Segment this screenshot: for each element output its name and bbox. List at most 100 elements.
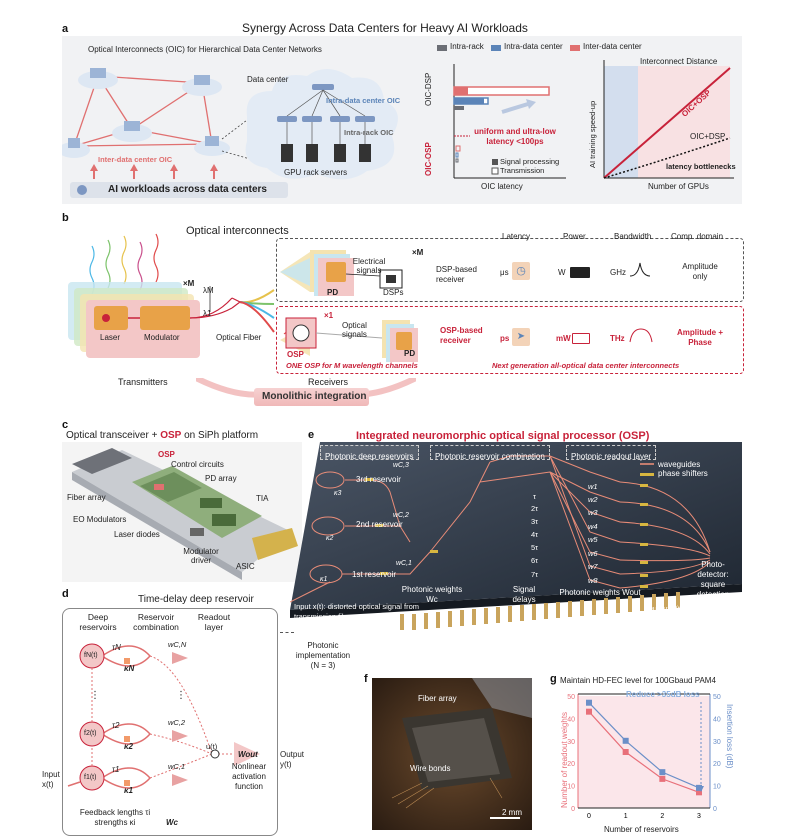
reservoir-diagram — [67, 643, 260, 791]
dsp-bandwidth: GHz — [610, 268, 626, 277]
legend-intra-dc-swatch — [491, 45, 501, 51]
panel-label-c: c — [62, 419, 69, 431]
speedup-chart — [603, 60, 734, 179]
col-power: Power — [563, 232, 586, 241]
nonlinear-label: Nonlinear activation function — [231, 762, 267, 791]
legend-waveguides: waveguides — [658, 460, 701, 469]
x-tick-label: 2 — [660, 813, 664, 820]
tab-deep-reservoirs-label: Photonic deep reservoirs — [325, 452, 414, 461]
w6: w6 — [588, 549, 598, 558]
col-bandwidth: Bandwidth — [614, 232, 652, 241]
series-line-0 — [588, 711, 700, 793]
left-tick-label: 30 — [567, 739, 575, 746]
dsp-comp-domain: Amplitude only — [682, 262, 718, 281]
right-tick-label: 20 — [713, 761, 721, 768]
wide-band-icon — [629, 328, 653, 343]
e-wc2: wC,2 — [393, 512, 409, 519]
tau-2: τ2 — [112, 721, 120, 730]
optical-signals-label: Optical signals — [342, 321, 367, 339]
label-eo-modulators: EO Modulators — [73, 515, 127, 524]
dsps-label: DSPs — [383, 288, 404, 297]
osp-receiver-graphic — [280, 317, 418, 362]
speed-xlabel: Number of GPUs — [648, 182, 709, 191]
g-xlabel: Number of reservoirs — [604, 825, 679, 834]
tx-times-m: ×M — [183, 279, 195, 288]
osp-power: mW — [556, 334, 571, 343]
legend-intra-rack-swatch — [437, 45, 447, 51]
data-center-label: Data center — [247, 75, 289, 84]
right-tick-label: 0 — [713, 806, 717, 813]
series-point-0 — [586, 708, 592, 715]
tau-4x: 4τ — [531, 530, 539, 539]
tau-2x: 2τ — [531, 504, 539, 513]
right-tick-label: 10 — [713, 784, 721, 791]
e-k1: κ1 — [320, 576, 328, 583]
legend-intra-dc: Intra-data center — [504, 42, 563, 51]
label-modulator-driver: Modulator driver — [183, 547, 219, 565]
tau-1: τ1 — [112, 765, 120, 774]
tab-deep-reservoirs: Photonic deep reservoirs — [320, 445, 419, 461]
network-diagram — [62, 68, 398, 198]
osp-receiver-label: OSP-based receiver — [440, 326, 483, 345]
bottleneck-label: latency bottlenecks — [666, 162, 736, 171]
left-tick-label: 10 — [567, 784, 575, 791]
legend-intra-rack: Intra-rack — [450, 42, 484, 51]
osp-chip-render — [290, 442, 742, 630]
label-laser-diodes: Laser diodes — [114, 530, 160, 539]
series-point-1 — [586, 699, 592, 706]
fiber-array-label: Fiber array — [418, 694, 457, 703]
tau-6x: 6τ — [531, 556, 539, 565]
w5: w5 — [588, 535, 598, 544]
osp-label-c: OSP — [158, 450, 175, 459]
e-k2: κ2 — [326, 535, 334, 542]
e-k3: κ3 — [334, 490, 342, 497]
x-tick-label: 0 — [587, 813, 591, 820]
wire-bonds-label: Wire bonds — [410, 764, 451, 773]
g-ylabel-left: Number of readout weights — [560, 711, 569, 808]
res-3rd: 3rd reservoir — [356, 475, 401, 484]
monolithic-banner — [254, 388, 369, 406]
optical-fiber-label: Optical Fiber — [216, 333, 262, 342]
latency-note: uniform and ultra-low latency <100ps — [474, 127, 556, 146]
osp-bandwidth: THz — [610, 334, 625, 343]
label-pd-array: PD array — [205, 474, 237, 483]
receivers-label: Receivers — [308, 377, 349, 387]
panel-c-title-osp: OSP — [160, 430, 182, 441]
right-tick-label: 30 — [713, 739, 721, 746]
bar-ylabel-top: OIC-DSP — [424, 72, 433, 106]
oic-title: Optical Interconnects (OIC) for Hierarch… — [88, 45, 322, 54]
kappa-n: κN — [124, 664, 135, 673]
bar-legend-transmission: Transmission — [500, 166, 545, 175]
narrow-band-icon — [629, 262, 651, 277]
left-tick-label: 20 — [567, 761, 575, 768]
speed-title: Interconnect Distance — [640, 57, 718, 66]
feedback-label: Feedback lengths τi strengths κi — [79, 808, 151, 827]
input-label-e: Input x(t): distorted optical signal fro… — [294, 602, 420, 621]
x-tick-label: 1 — [624, 813, 628, 820]
transmitters-label: Transmitters — [118, 377, 168, 387]
tau-3x: 3τ — [531, 517, 539, 526]
pd-label-osp: PD — [404, 349, 416, 358]
w-c-n: wC,N — [168, 640, 187, 649]
series-point-0 — [659, 775, 666, 782]
tau-n: τN — [112, 643, 121, 652]
panel-c-title-a: Optical transceiver + — [66, 430, 161, 441]
laser-label: Laser — [100, 333, 121, 342]
panel-c-title: Optical transceiver + OSP on SiPh platfo… — [66, 430, 258, 441]
col-latency: Latency — [502, 232, 531, 241]
one-osp-label: ONE OSP for M wavelength channels — [286, 361, 418, 370]
photodetector-label: Photo-detector: square detection — [696, 560, 730, 599]
panel-label-d: d — [62, 588, 69, 600]
tau-7x: 7τ — [531, 570, 539, 579]
w1: w1 — [588, 482, 598, 491]
label-tia: TIA — [256, 494, 269, 503]
pd-label-dsp: PD — [327, 288, 339, 297]
panel-label-f: f — [364, 673, 368, 685]
ai-workloads-label: AI workloads across data centers — [108, 184, 267, 195]
w3: w3 — [588, 508, 598, 517]
panel-a-title: Synergy Across Data Centers for Heavy AI… — [242, 21, 528, 35]
output-label-e: Output y(t): recovered clean signal — [647, 604, 740, 623]
res-f-n: fN(t) — [84, 652, 98, 659]
gpu-servers-label: GPU rack servers — [284, 168, 348, 177]
dsp-latency: μs — [500, 268, 509, 277]
